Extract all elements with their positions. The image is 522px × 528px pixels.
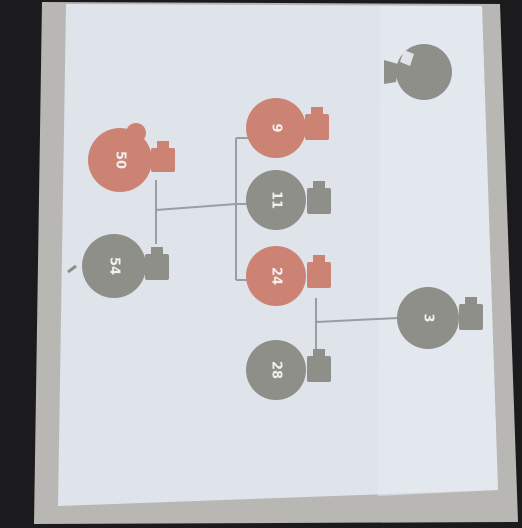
family-tree-diagram: 50 54 9 11 bbox=[67, 44, 483, 400]
head-silhouette-icon bbox=[384, 44, 452, 100]
person-circle bbox=[246, 98, 306, 158]
descent-line-50-54 bbox=[155, 203, 237, 211]
person-circle bbox=[246, 340, 306, 400]
person-circle bbox=[246, 246, 306, 306]
person-label: 24 bbox=[269, 267, 284, 285]
person-label: 11 bbox=[269, 191, 284, 209]
person-node-11[interactable]: 11 bbox=[246, 170, 331, 230]
bag-icon bbox=[307, 181, 331, 214]
hair-tuft bbox=[67, 264, 77, 274]
person-node-9[interactable]: 9 bbox=[246, 98, 329, 158]
bag-icon bbox=[145, 247, 169, 280]
person-node-28[interactable]: 28 bbox=[246, 340, 331, 400]
descent-line-24-28 bbox=[315, 317, 399, 323]
bag-icon bbox=[307, 255, 331, 288]
bag-icon bbox=[305, 107, 329, 140]
person-node-unlabeled[interactable] bbox=[384, 44, 452, 100]
bag-icon bbox=[151, 141, 175, 172]
bag-icon bbox=[307, 349, 331, 382]
person-label: 50 bbox=[113, 151, 128, 169]
bag-icon bbox=[459, 297, 483, 330]
person-node-54[interactable]: 54 bbox=[67, 234, 169, 298]
screen-glare bbox=[378, 6, 498, 496]
person-label: 3 bbox=[421, 313, 436, 322]
person-node-50[interactable]: 50 bbox=[88, 123, 175, 192]
person-circle bbox=[88, 128, 152, 192]
person-label: 54 bbox=[107, 257, 122, 275]
person-label: 28 bbox=[269, 361, 284, 379]
person-label: 9 bbox=[269, 123, 284, 132]
person-circle bbox=[82, 234, 146, 298]
person-circle bbox=[246, 170, 306, 230]
person-node-24[interactable]: 24 bbox=[246, 246, 331, 306]
person-circle bbox=[397, 287, 459, 349]
person-node-3[interactable]: 3 bbox=[397, 287, 483, 349]
